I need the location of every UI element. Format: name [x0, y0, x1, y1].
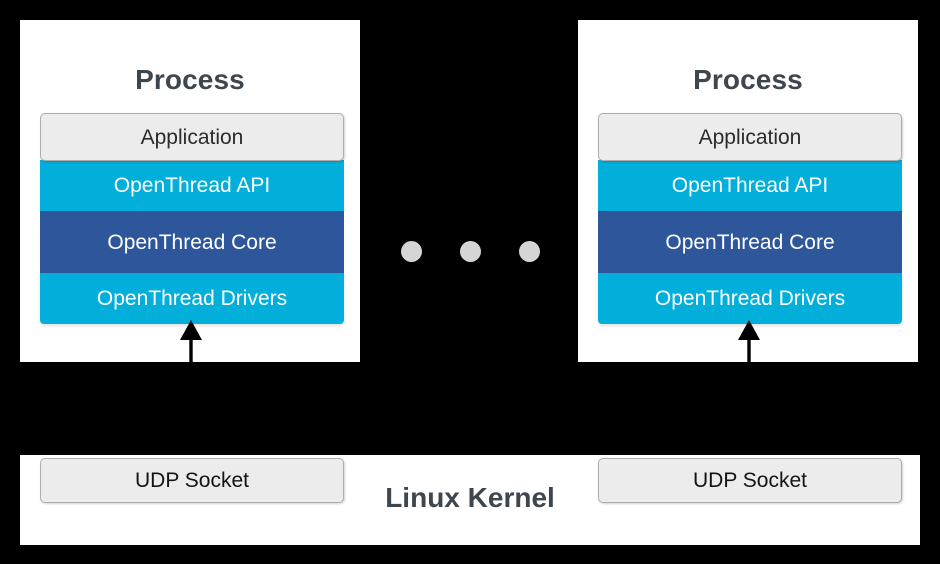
process-card-left: Process Application OpenThread API OpenT… [20, 20, 360, 362]
ellipsis-dot-icon [401, 241, 422, 262]
udp-socket-left[interactable]: UDP Socket [40, 458, 344, 503]
layer-application-right[interactable]: Application [598, 113, 902, 161]
linux-kernel-card: UDP Socket UDP Socket Linux Kernel [20, 455, 920, 545]
layer-openthread-core-left[interactable]: OpenThread Core [40, 211, 344, 273]
process-title-left: Process [135, 64, 245, 95]
udp-socket-right[interactable]: UDP Socket [598, 458, 902, 503]
layer-stack-left: Application OpenThread API OpenThread Co… [40, 113, 344, 324]
layer-openthread-drivers-right[interactable]: OpenThread Drivers [598, 273, 902, 324]
more-processes-indicator [401, 241, 541, 263]
layer-openthread-api-right[interactable]: OpenThread API [598, 160, 902, 211]
layer-openthread-core-right[interactable]: OpenThread Core [598, 211, 902, 273]
process-card-right: Process Application OpenThread API OpenT… [578, 20, 918, 362]
linux-kernel-label: Linux Kernel [385, 482, 555, 513]
arrow-up-icon-left [180, 320, 202, 364]
layer-stack-right: Application OpenThread API OpenThread Co… [598, 113, 902, 324]
process-title-right: Process [693, 64, 803, 95]
ellipsis-dot-icon [460, 241, 481, 262]
ellipsis-dot-icon [519, 241, 540, 262]
layer-openthread-drivers-left[interactable]: OpenThread Drivers [40, 273, 344, 324]
layer-application-left[interactable]: Application [40, 113, 344, 161]
arrow-up-icon-right [738, 320, 760, 364]
layer-openthread-api-left[interactable]: OpenThread API [40, 160, 344, 211]
